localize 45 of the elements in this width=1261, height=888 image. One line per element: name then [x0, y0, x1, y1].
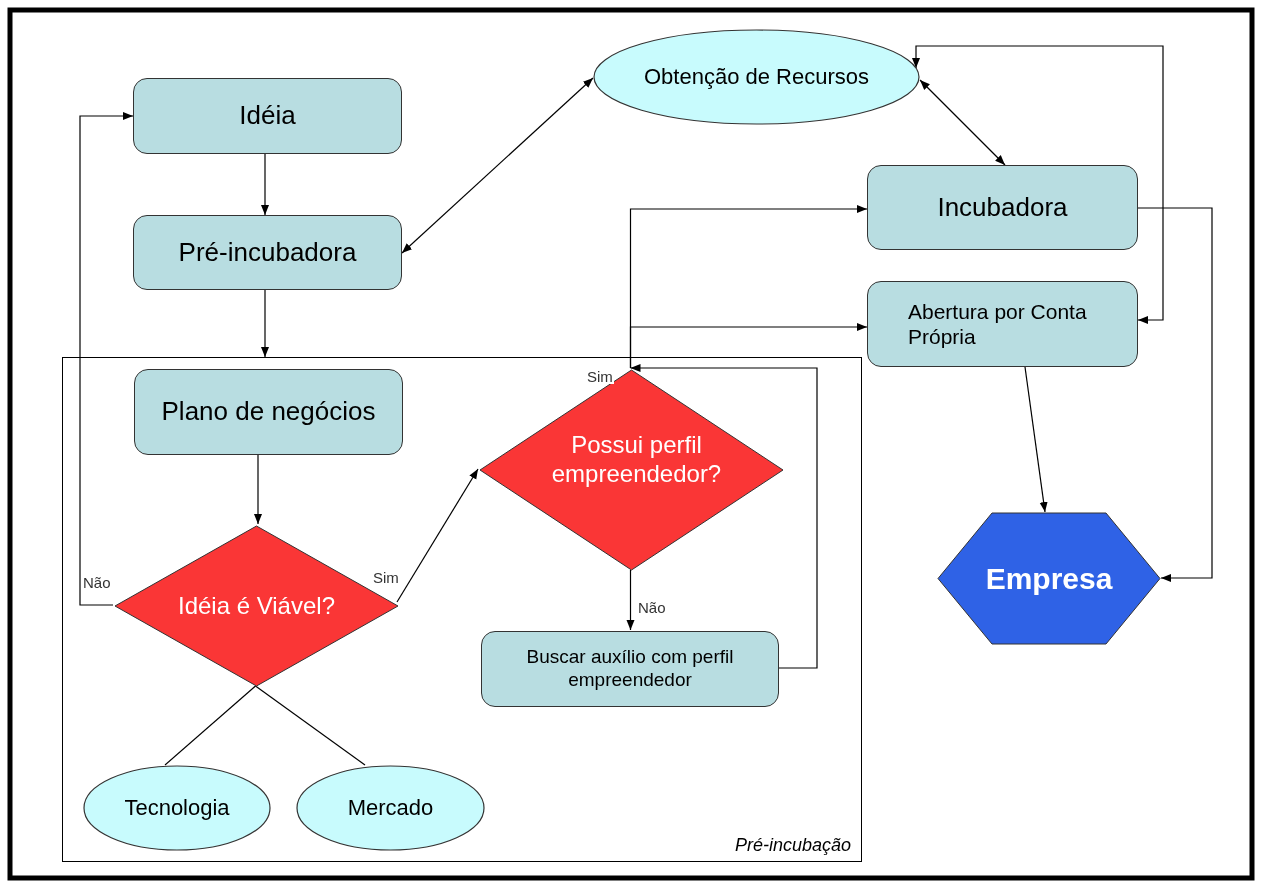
- arrow: [261, 289, 269, 358]
- node-label: Pré-incubadora: [178, 236, 357, 269]
- arrow: [401, 77, 594, 254]
- process-box: [134, 369, 403, 455]
- process-box: [481, 631, 779, 707]
- ellipse-node: [83, 765, 271, 851]
- node-label: Idéia: [239, 100, 296, 132]
- arrow: [919, 79, 1006, 166]
- node-label: Idéia é Viável?: [178, 591, 335, 621]
- arrow: [396, 468, 479, 603]
- node-label: Plano de negócios: [161, 396, 376, 428]
- edge-label: Sim: [372, 570, 400, 585]
- process-box: [133, 78, 402, 154]
- node-label: Buscar auxílio com perfil empreendedor: [525, 646, 735, 692]
- arrow: [1024, 366, 1048, 513]
- frame-title: Pré-incubação: [734, 835, 851, 857]
- arrow: [629, 364, 818, 669]
- node-label: Obtenção de Recursos: [644, 63, 869, 91]
- connector-line: [254, 685, 366, 766]
- ellipse-node: [593, 29, 920, 125]
- edge-label: Não: [637, 600, 667, 615]
- edge-label: Não: [82, 575, 112, 590]
- process-box: [133, 215, 402, 290]
- result-hexagon: [937, 512, 1161, 645]
- arrow: [79, 112, 134, 606]
- arrow: [626, 569, 635, 631]
- arrow: [912, 45, 1164, 324]
- node-label: Abertura por Conta Própria: [908, 298, 1088, 350]
- node-label: Possui perfil empreendedor?: [550, 431, 723, 489]
- node-label: Empresa: [985, 560, 1113, 597]
- connector-line: [164, 685, 257, 766]
- edge-label: Sim: [586, 369, 614, 384]
- decision-diamond: [114, 525, 399, 687]
- ellipse-node: [296, 765, 485, 851]
- node-label: Mercado: [347, 794, 434, 822]
- process-box: [867, 165, 1138, 250]
- node-label: Tecnologia: [124, 794, 230, 822]
- node-label: Incubadora: [937, 191, 1068, 224]
- stage-frame: [62, 357, 862, 862]
- arrow: [1137, 207, 1213, 582]
- arrow: [254, 453, 262, 525]
- arrow: [261, 153, 269, 216]
- decision-diamond: [479, 369, 784, 571]
- arrow: [629, 323, 868, 369]
- process-box: [867, 281, 1138, 367]
